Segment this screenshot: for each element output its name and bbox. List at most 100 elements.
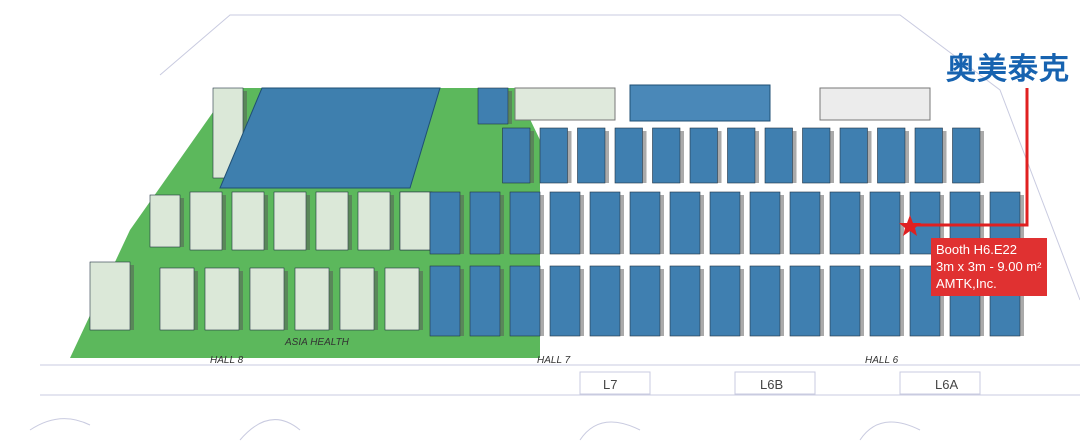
booth-block[interactable] xyxy=(204,267,240,331)
booth-block[interactable] xyxy=(477,87,509,125)
brand-label: 奥美泰克 xyxy=(946,52,1070,87)
booth-info-box: Booth H6.E22 3m x 3m - 9.00 m² AMTK,Inc. xyxy=(931,238,1047,296)
booth-shadow xyxy=(660,195,664,254)
booth-shadow xyxy=(820,269,824,336)
booth-block[interactable] xyxy=(589,265,621,337)
booth-block[interactable] xyxy=(952,127,981,184)
booth-block[interactable] xyxy=(231,191,265,251)
booth-block[interactable] xyxy=(589,191,621,255)
booth-shadow xyxy=(780,195,784,254)
booth-block[interactable] xyxy=(469,265,501,337)
booth-shadow xyxy=(980,269,984,336)
booth-pointer xyxy=(899,88,1029,236)
booth-block[interactable] xyxy=(539,127,568,184)
booth-shadow xyxy=(374,271,378,330)
booth-block[interactable] xyxy=(689,127,718,184)
booth-shadow xyxy=(860,269,864,336)
booth-block[interactable] xyxy=(629,191,661,255)
booth-block[interactable] xyxy=(669,191,701,255)
room-l6a: L6A xyxy=(935,377,959,392)
room-l6b: L6B xyxy=(760,377,784,392)
booth-block[interactable] xyxy=(549,191,581,255)
booth-shadow xyxy=(900,269,904,336)
booth-shadow xyxy=(680,131,684,183)
booth-block[interactable] xyxy=(159,267,195,331)
booth-block[interactable] xyxy=(577,127,606,184)
booth-block[interactable] xyxy=(839,127,868,184)
booth-shadow xyxy=(620,195,624,254)
booth-block[interactable] xyxy=(764,127,793,184)
booth-block[interactable] xyxy=(709,191,741,255)
pavilion-block-top xyxy=(629,84,771,122)
booth-block[interactable] xyxy=(789,191,821,255)
booth-shadow xyxy=(717,131,722,183)
booth-shadow xyxy=(740,195,744,254)
booth-shadow xyxy=(194,271,198,330)
booth-block[interactable] xyxy=(877,127,906,184)
booth-shadow xyxy=(530,131,534,183)
booth-block[interactable] xyxy=(869,265,901,337)
booth-shadow xyxy=(755,131,759,183)
booth-shadow xyxy=(1020,269,1024,336)
room-l7: L7 xyxy=(603,377,618,392)
booth-shadow xyxy=(740,269,744,336)
booth-shadow xyxy=(390,195,394,250)
booth-shadow xyxy=(642,131,647,183)
booth-shadow xyxy=(620,269,624,336)
booth-shadow xyxy=(460,269,464,336)
hall-7-label: HALL 7 xyxy=(537,355,571,366)
booth-block[interactable] xyxy=(789,265,821,337)
booth-block[interactable] xyxy=(502,127,531,184)
booth-block[interactable] xyxy=(315,191,349,251)
booth-block[interactable] xyxy=(509,191,541,255)
booth-shadow xyxy=(540,269,544,336)
booth-shadow xyxy=(580,269,584,336)
booth-block[interactable] xyxy=(249,267,285,331)
booth-shadow xyxy=(419,271,423,330)
booth-block[interactable] xyxy=(749,191,781,255)
booth-block[interactable] xyxy=(273,191,307,251)
booth-shadow xyxy=(329,271,333,330)
booth-block[interactable] xyxy=(629,265,661,337)
booth-block[interactable] xyxy=(614,127,643,184)
booth-shadow xyxy=(942,131,947,183)
booth-block[interactable] xyxy=(829,265,861,337)
booth-block[interactable] xyxy=(509,265,541,337)
booth-shadow xyxy=(605,131,609,183)
booth-block[interactable] xyxy=(869,191,901,255)
booth-block[interactable] xyxy=(914,127,943,184)
booth-block[interactable] xyxy=(429,265,461,337)
booth-block[interactable] xyxy=(357,191,391,251)
booth-block[interactable] xyxy=(669,265,701,337)
booth-block[interactable] xyxy=(727,127,756,184)
booth-block[interactable] xyxy=(829,191,861,255)
zone-label: ASIA HEALTH xyxy=(285,337,349,348)
booth-shadow xyxy=(830,131,834,183)
booth-shadow xyxy=(460,195,464,254)
booth-block[interactable] xyxy=(384,267,420,331)
booth-block[interactable] xyxy=(89,261,131,331)
booth-shadow xyxy=(508,91,512,124)
booth-shadow xyxy=(540,195,544,254)
booth-block[interactable] xyxy=(709,265,741,337)
booth-block[interactable] xyxy=(469,191,501,255)
booth-block[interactable] xyxy=(802,127,831,184)
pavilion-block-light xyxy=(514,87,616,121)
booth-block[interactable] xyxy=(294,267,330,331)
booth-shadow xyxy=(700,269,704,336)
booth-block[interactable] xyxy=(429,191,461,255)
booth-block[interactable] xyxy=(189,191,223,251)
booth-shadow xyxy=(500,269,504,336)
booth-block[interactable] xyxy=(652,127,681,184)
booth-shadow xyxy=(905,131,909,183)
booth-shadow xyxy=(222,195,226,250)
booth-block[interactable] xyxy=(149,194,181,248)
booth-shadow xyxy=(940,269,944,336)
booth-block[interactable] xyxy=(749,265,781,337)
booth-block[interactable] xyxy=(339,267,375,331)
booth-block[interactable] xyxy=(549,265,581,337)
star-marker-icon xyxy=(899,215,921,236)
booth-shadow xyxy=(792,131,797,183)
booth-block[interactable] xyxy=(399,191,431,251)
